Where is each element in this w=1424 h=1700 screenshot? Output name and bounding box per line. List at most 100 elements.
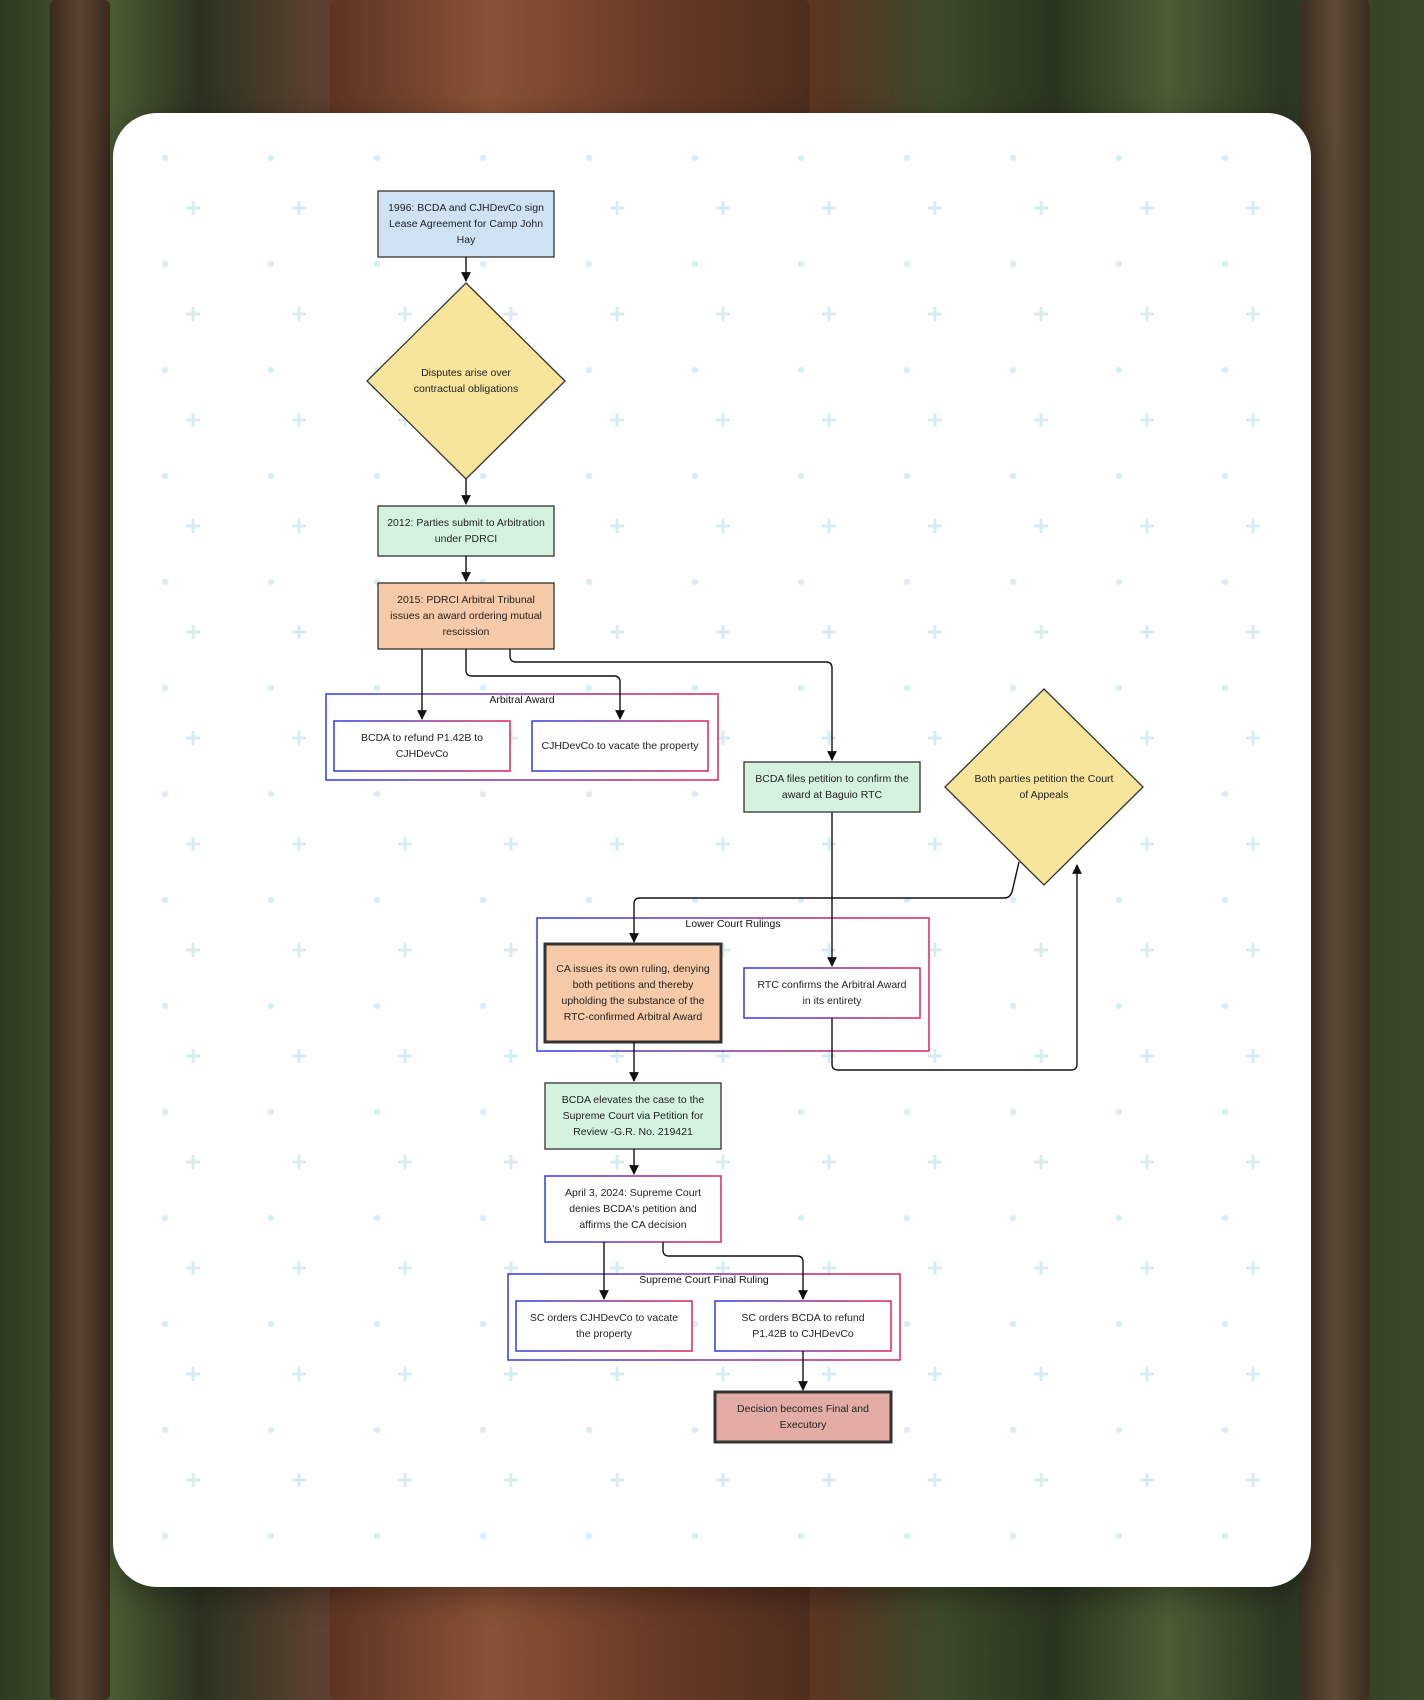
grid-plus-mark: [822, 731, 836, 745]
grid-plus-mark: [1034, 1261, 1048, 1275]
background-tree-trunk: [1300, 0, 1370, 1700]
grid-plus-mark: [292, 1049, 306, 1063]
grid-plus-mark: [504, 1049, 518, 1063]
group-sc-final-ruling: [507, 1273, 901, 1361]
label-ca-ruling: CA issues its own ruling, denying both p…: [556, 963, 710, 1023]
grid-plus-mark: [822, 413, 836, 427]
grid-plus-mark: [716, 1367, 730, 1381]
grid-plus-mark: [610, 519, 624, 533]
grid-plus-mark: [398, 1155, 412, 1169]
edge-award-vacate: [465, 649, 625, 720]
grid-plus-mark: [186, 837, 200, 851]
grid-plus-mark: [292, 943, 306, 957]
edges: [417, 257, 1082, 1391]
grid-plus-mark: [1034, 1049, 1048, 1063]
grid-plus-mark: [292, 201, 306, 215]
group-title-sc-final: Supreme Court Final Ruling: [639, 1274, 769, 1286]
grid-plus-mark: [610, 307, 624, 321]
grid-plus-mark: [1034, 307, 1048, 321]
label-both-petition: Both parties petition the Court of Appea…: [974, 773, 1114, 801]
grid-plus-mark: [1246, 201, 1260, 215]
edge-award-petition: [509, 649, 837, 761]
grid-plus-mark: [1140, 1473, 1154, 1487]
grid-plus-mark: [1140, 1261, 1154, 1275]
grid-plus-mark: [716, 519, 730, 533]
grid-plus-mark: [822, 519, 836, 533]
node-bcda-petition[interactable]: [743, 761, 921, 813]
grid-plus-mark: [928, 1367, 942, 1381]
node-both-petition[interactable]: [944, 688, 1144, 886]
grid-plus-mark: [716, 413, 730, 427]
grid-plus-mark: [1140, 1049, 1154, 1063]
group-title-lower-court: Lower Court Rulings: [685, 918, 781, 930]
node-ca-ruling[interactable]: [543, 942, 723, 1044]
grid-plus-mark: [1034, 519, 1048, 533]
node-final[interactable]: [713, 1390, 893, 1444]
grid-plus-mark: [504, 837, 518, 851]
label-rtc-confirms: RTC confirms the Arbitral Award in its e…: [757, 979, 907, 1007]
node-sc-elevate[interactable]: [544, 1082, 722, 1150]
edge-denies-refund: [662, 1242, 808, 1300]
grid-plus-mark: [1246, 1049, 1260, 1063]
diagram-canvas: [113, 113, 1311, 1587]
grid-plus-mark: [1246, 1367, 1260, 1381]
grid-plus-mark: [292, 1473, 306, 1487]
node-sc-denies[interactable]: [544, 1175, 722, 1243]
grid-plus-mark: [610, 1155, 624, 1169]
node-lease[interactable]: [377, 190, 555, 258]
grid-plus-mark: [1246, 625, 1260, 639]
grid-plus-mark: [822, 625, 836, 639]
grid-plus-mark: [1246, 837, 1260, 851]
grid-plus-mark: [292, 307, 306, 321]
grid-plus-mark: [1140, 307, 1154, 321]
label-sc-refund: SC orders BCDA to refund P1.42B to CJHDe…: [741, 1312, 865, 1340]
node-cjh-vacate[interactable]: [531, 720, 709, 772]
grid-plus-mark: [186, 943, 200, 957]
grid-plus-mark: [398, 1367, 412, 1381]
grid-plus-mark: [716, 1155, 730, 1169]
label-disputes: Disputes arise over contractual obligati…: [413, 367, 519, 395]
grid-plus-mark: [398, 837, 412, 851]
grid-plus-mark: [928, 837, 942, 851]
grid-plus-mark: [398, 943, 412, 957]
background-tree-trunk: [50, 0, 110, 1700]
grid-plus-mark: [398, 1049, 412, 1063]
grid-plus-mark: [610, 837, 624, 851]
label-arbitration: 2012: Parties submit to Arbitration unde…: [387, 517, 545, 545]
grid-plus-mark: [1140, 1367, 1154, 1381]
grid-plus-mark: [610, 1261, 624, 1275]
grid-plus-mark: [1246, 1155, 1260, 1169]
grid-plus-mark: [1246, 1261, 1260, 1275]
grid-plus-marks: [186, 201, 1260, 1487]
grid-plus-mark: [610, 1473, 624, 1487]
grid-plus-mark: [1140, 837, 1154, 851]
label-sc-denies: April 3, 2024: Supreme Court denies BCDA…: [565, 1187, 701, 1231]
edge-both-ca: [629, 861, 1020, 943]
grid-plus-mark: [822, 1155, 836, 1169]
grid-plus-mark: [610, 1367, 624, 1381]
grid-plus-mark: [186, 519, 200, 533]
grid-plus-mark: [504, 943, 518, 957]
grid-plus-mark: [1140, 731, 1154, 745]
grid-plus-mark: [822, 1473, 836, 1487]
node-sc-vacate[interactable]: [515, 1300, 693, 1352]
grid-plus-mark: [1140, 519, 1154, 533]
grid-plus-mark: [186, 1367, 200, 1381]
grid-plus-mark: [292, 519, 306, 533]
label-bcda-refund: BCDA to refund P1.42B to CJHDevCo: [361, 732, 483, 760]
grid-plus-mark: [186, 307, 200, 321]
label-sc-vacate: SC orders CJHDevCo to vacate the propert…: [529, 1312, 679, 1340]
grid-plus-mark: [504, 1367, 518, 1381]
node-rtc-confirms[interactable]: [743, 967, 921, 1019]
label-bcda-petition: BCDA files petition to confirm the award…: [755, 773, 909, 801]
grid-plus-mark: [1034, 1473, 1048, 1487]
node-bcda-refund[interactable]: [333, 720, 511, 772]
grid-plus-mark: [186, 1261, 200, 1275]
grid-plus-mark: [1246, 307, 1260, 321]
grid-plus-mark: [292, 1155, 306, 1169]
node-sc-refund[interactable]: [714, 1300, 892, 1352]
grid-plus-mark: [716, 1473, 730, 1487]
grid-plus-mark: [928, 625, 942, 639]
grid-plus-mark: [1246, 413, 1260, 427]
